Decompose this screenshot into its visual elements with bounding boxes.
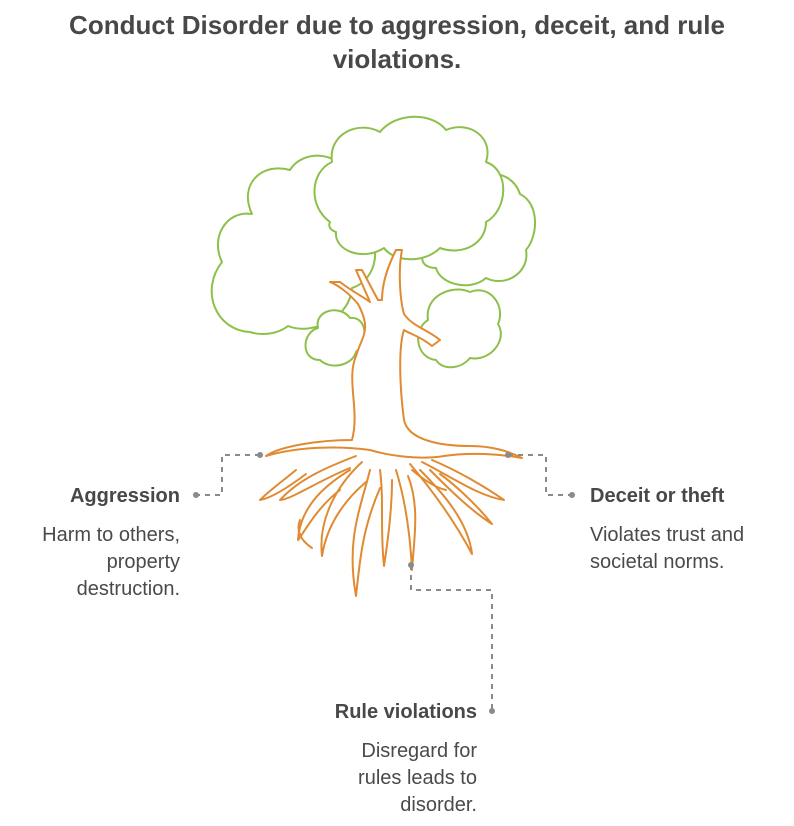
page-title: Conduct Disorder due to aggression, dece… <box>69 10 725 74</box>
root-9 <box>429 469 493 525</box>
dot-rule-start <box>408 562 414 568</box>
connector-rule <box>410 565 493 711</box>
root-10 <box>297 519 313 549</box>
dot-aggression-start <box>257 452 263 458</box>
root-5 <box>379 469 393 567</box>
dot-deceit-start <box>505 452 511 458</box>
tree-roots <box>259 455 505 597</box>
aggression-description: Harm to others, property destruction. <box>42 524 180 600</box>
root-12 <box>411 469 447 491</box>
tree-foliage <box>210 115 537 369</box>
root-4 <box>351 469 381 597</box>
root-1 <box>279 455 357 501</box>
aggression-heading: Aggression <box>69 485 180 507</box>
foliage-cloud-lower-right <box>417 288 502 369</box>
connector-aggression <box>196 454 260 496</box>
connectors <box>196 454 572 711</box>
root-3 <box>320 461 367 557</box>
root-8 <box>421 459 505 501</box>
deceit-description: Violates trust and societal norms. <box>590 524 745 573</box>
foliage-cloud-small-left <box>304 309 366 367</box>
root-2 <box>297 469 351 541</box>
trunk-body <box>265 249 523 459</box>
dot-rule-end <box>489 708 495 714</box>
dot-deceit-end <box>569 492 575 498</box>
connector-deceit <box>508 454 572 496</box>
connector-dots <box>193 452 575 714</box>
root-6 <box>395 469 417 571</box>
root-7 <box>409 463 473 555</box>
rule-violations-description: Disregard for rules leads to disorder. <box>358 740 477 816</box>
rule-violations-heading: Rule violations <box>334 701 477 723</box>
tree-trunk <box>265 249 523 459</box>
root-11 <box>259 469 307 501</box>
deceit-heading: Deceit or theft <box>590 485 725 507</box>
foliage-cloud-top <box>313 115 505 261</box>
dot-aggression-end <box>193 492 199 498</box>
